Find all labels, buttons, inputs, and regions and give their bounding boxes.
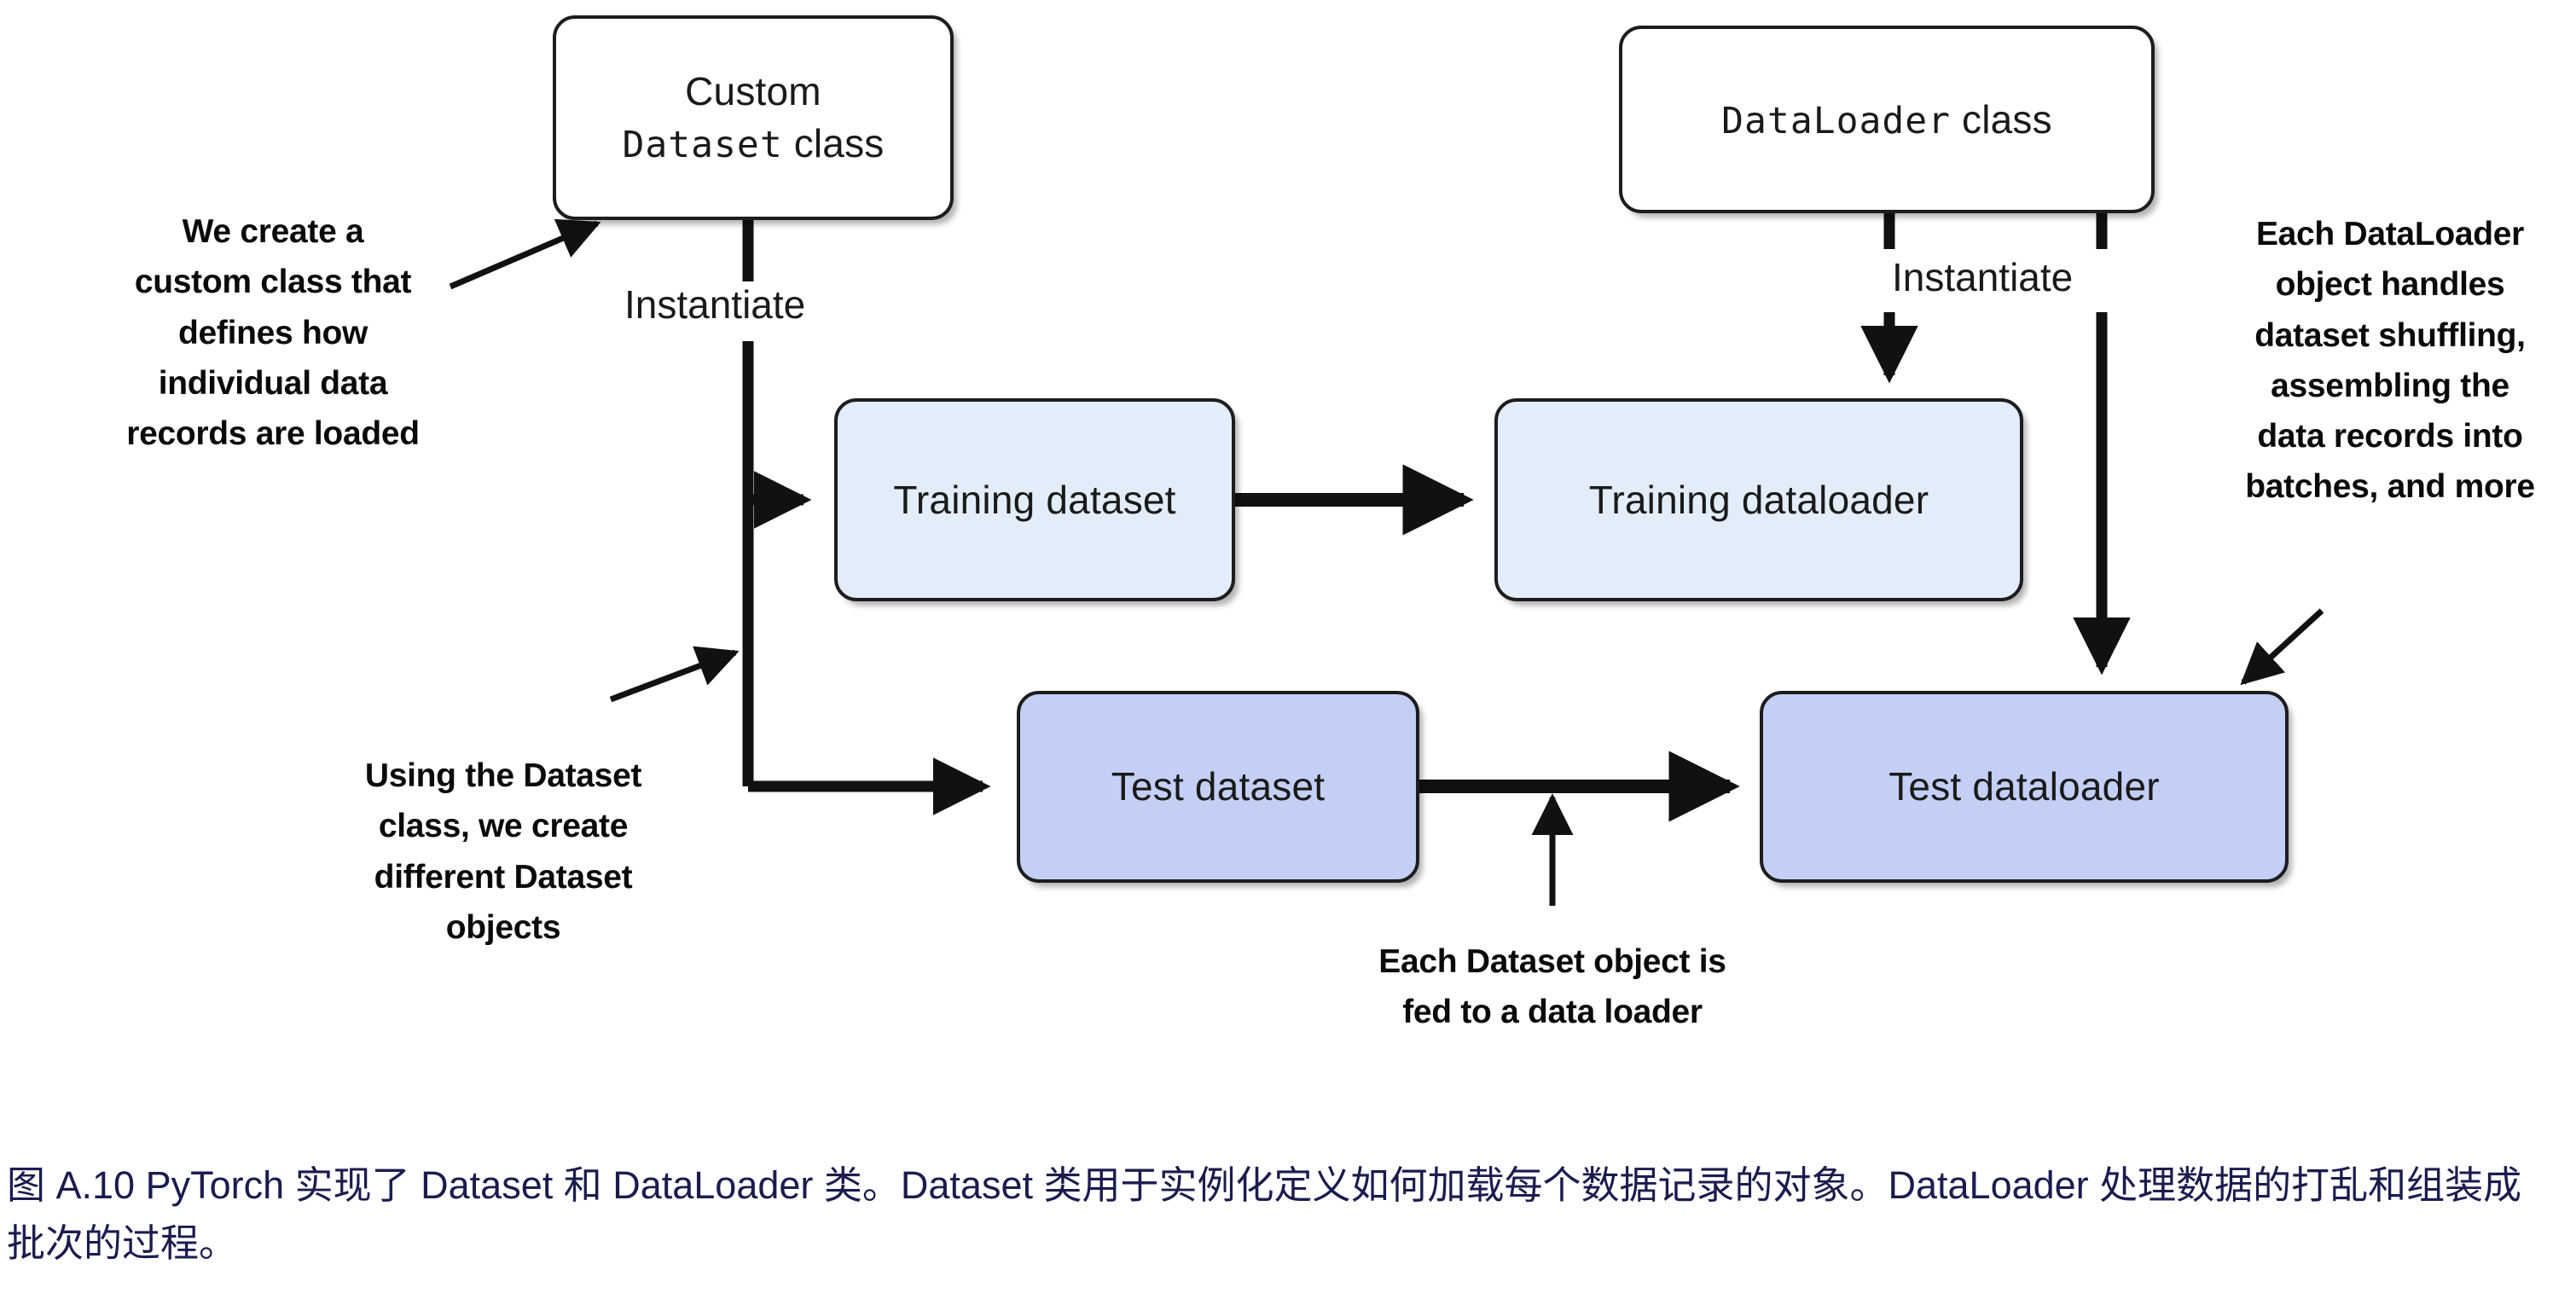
node-custom-dataset-class-label: Custom Dataset class — [622, 66, 884, 169]
edge-label-instantiate-left: Instantiate — [619, 281, 811, 328]
node-test-dataloader[interactable]: Test dataloader — [1760, 691, 2289, 883]
annotation-create-custom-class: We create a custom class that defines ho… — [126, 213, 420, 453]
dataset-word: Dataset — [622, 123, 783, 166]
node-custom-dataset-class[interactable]: Custom Dataset class — [553, 15, 954, 220]
node-dataloader-class-label: DataLoader class — [1721, 94, 2052, 146]
custom-word: Custom — [685, 69, 821, 114]
dataloader-word: DataLoader — [1721, 99, 1952, 142]
class-word: class — [1962, 96, 2052, 142]
annotation-dataset-fed-loader: Each Dataset object is fed to a data loa… — [1378, 943, 1726, 1031]
leader-dataloader-handles — [2240, 608, 2324, 686]
connector-layer — [449, 213, 2324, 906]
node-training-dataset-label: Training dataset — [893, 477, 1176, 522]
node-training-dataloader[interactable]: Training dataloader — [1494, 398, 2023, 601]
node-training-dataloader-label: Training dataloader — [1588, 477, 1929, 522]
annotation-using-dataset-class: Using the Dataset class, we create diffe… — [364, 757, 642, 946]
node-test-dataloader-label: Test dataloader — [1888, 764, 2160, 809]
node-test-dataset[interactable]: Test dataset — [1017, 691, 1419, 883]
node-training-dataset[interactable]: Training dataset — [834, 398, 1235, 601]
class-word: class — [793, 120, 885, 165]
annotation-dataloader-handles: Each DataLoader object handles dataset s… — [2245, 216, 2535, 506]
leader-create-custom-class — [449, 218, 601, 290]
leader-using-dataset-class — [609, 646, 740, 703]
edge-label-instantiate-right: Instantiate — [1887, 254, 2079, 300]
node-test-dataset-label: Test dataset — [1111, 764, 1326, 809]
node-dataloader-class[interactable]: DataLoader class — [1619, 26, 2155, 213]
figure-caption: 图 A.10 PyTorch 实现了 Dataset 和 DataLoader … — [7, 1163, 2522, 1266]
edge-dataset-instantiate-trunk — [742, 220, 991, 815]
